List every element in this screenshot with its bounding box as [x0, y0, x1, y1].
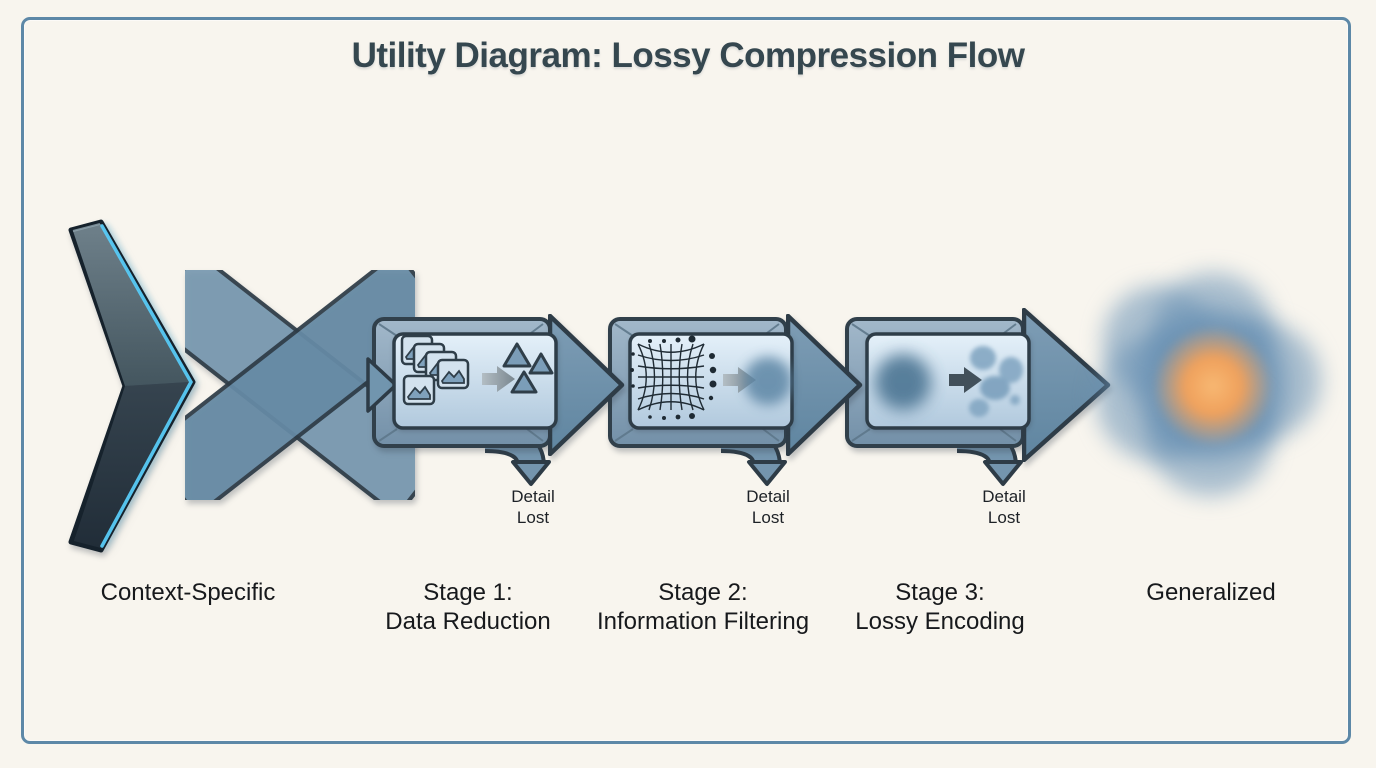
stage-2-label: Stage 2: Information Filtering: [596, 579, 810, 635]
diagram-border: [21, 17, 1351, 744]
scattered-fragments-icon: [969, 346, 1023, 417]
stage-3-loss-label: Detail Lost: [982, 487, 1026, 527]
flow-input-arrow-tip-icon: [366, 357, 398, 413]
stage-3-label: Stage 3: Lossy Encoding: [855, 579, 1025, 635]
flow-chevron-2-icon: [786, 314, 863, 456]
generalized-blob: [1096, 273, 1321, 496]
stage-2-loss-label: Detail Lost: [746, 487, 790, 527]
source-label: Context-Specific: [100, 579, 276, 606]
stage-1-loss-label: Detail Lost: [511, 487, 555, 527]
triangles-icon: [502, 342, 554, 394]
stage-3-panel: [865, 332, 1031, 430]
arrow-right-icon: [482, 366, 515, 392]
image-stack-icon: [400, 334, 470, 406]
blob-core: [1152, 325, 1274, 447]
blurred-dot-icon: [744, 357, 792, 405]
arrow-right-icon: [949, 367, 982, 393]
blurred-blob-icon: [875, 354, 931, 410]
stage-2-panel: [628, 332, 794, 430]
arrow-right-icon: [723, 367, 756, 393]
stage-1-label: Stage 1: Data Reduction: [385, 579, 551, 635]
stage-1-panel: [392, 332, 558, 430]
glow-edge: [100, 224, 194, 548]
mesh-grid-icon: [637, 343, 705, 411]
diagram-title: Utility Diagram: Lossy Compression Flow: [351, 36, 1025, 75]
context-specific-chevron-icon: [68, 219, 198, 553]
flow-input-arrow-icon: [185, 270, 415, 500]
target-label: Generalized: [1146, 579, 1276, 606]
mesh-dots: [630, 335, 717, 420]
